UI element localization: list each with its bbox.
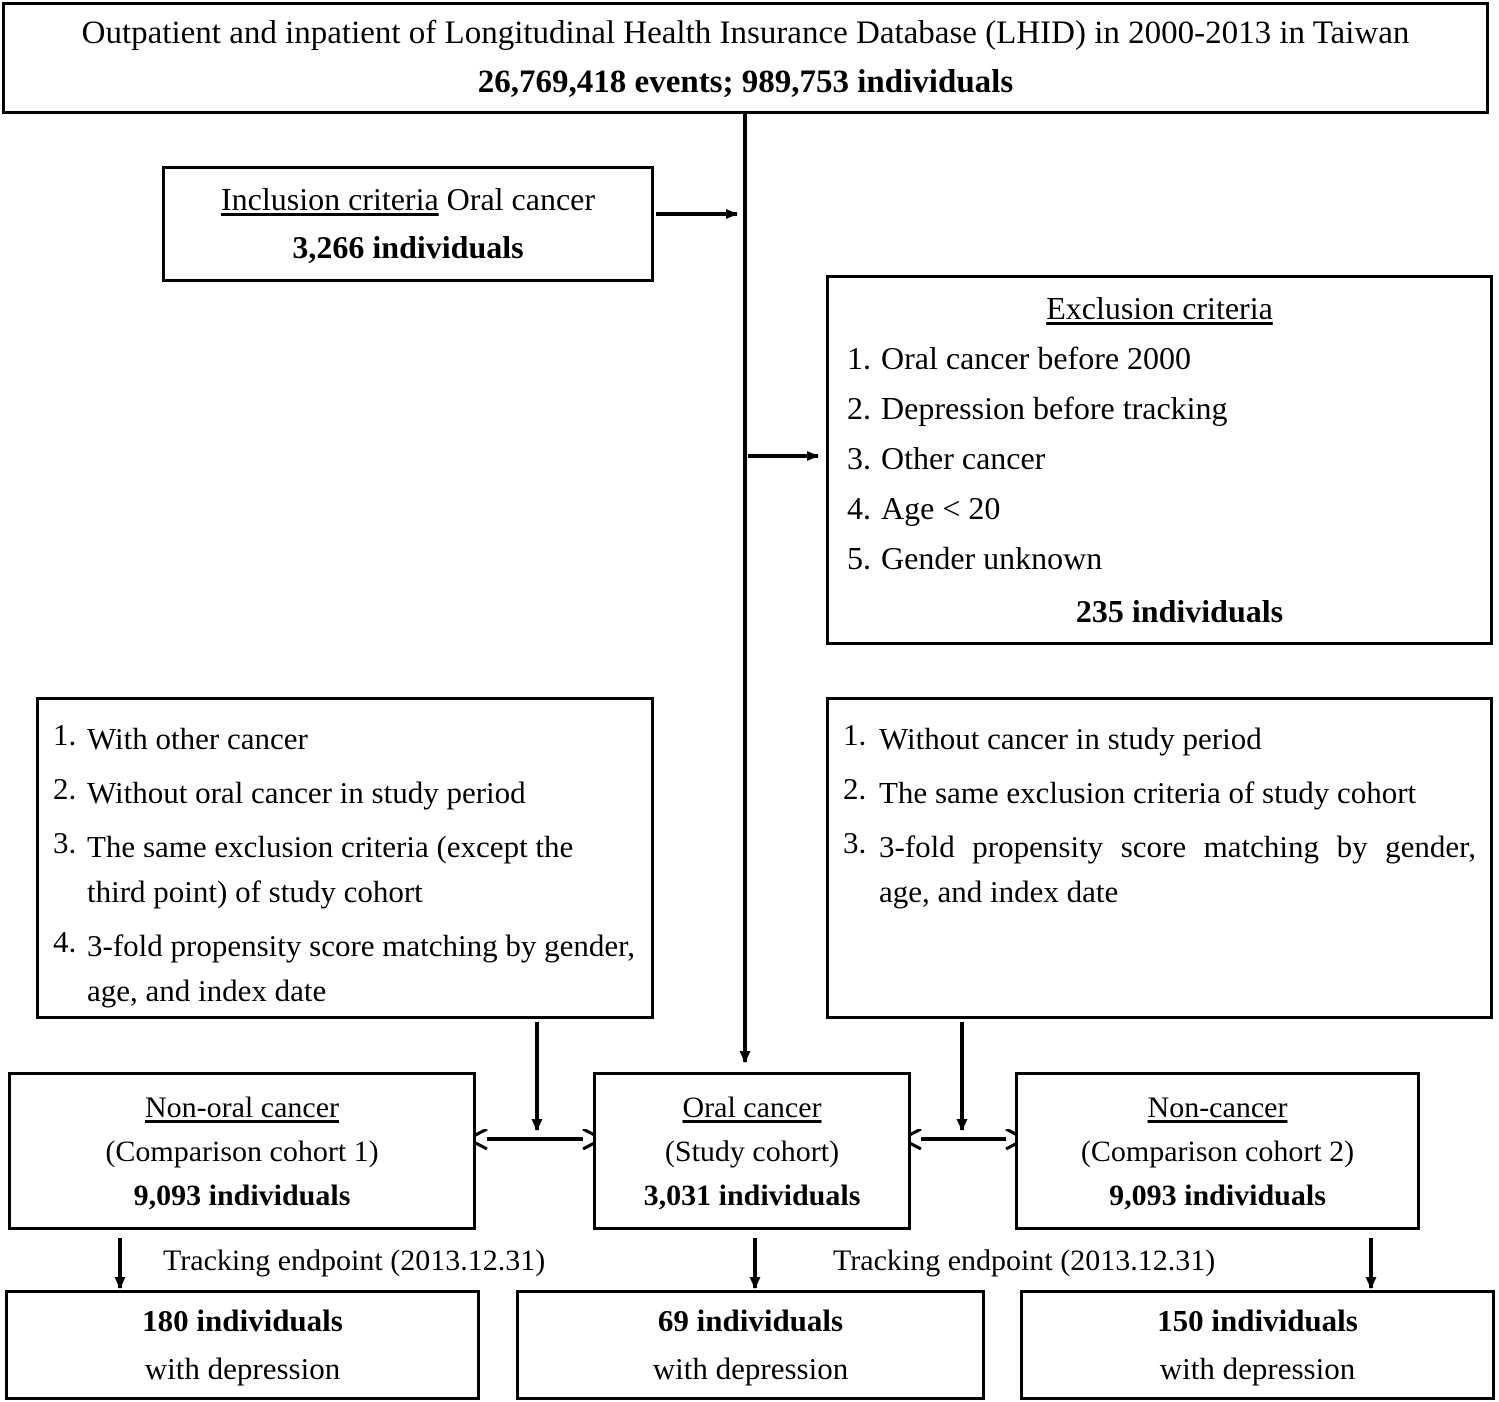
exclusion-item-text: Oral cancer before 2000 <box>881 340 1192 376</box>
database-source-counts: 26,769,418 events; 989,753 individuals <box>477 64 1014 100</box>
cohort-count: 9,093 individuals <box>1109 1178 1326 1212</box>
inclusion-criteria-heading: Inclusion criteria <box>220 181 439 218</box>
criteria-item-text: Without cancer in study period <box>879 721 1262 756</box>
criteria-item-number: 2. <box>843 770 867 806</box>
comparison-1-criteria-item: 1. With other cancer <box>53 717 637 762</box>
criteria-item-number: 3. <box>843 824 867 860</box>
exclusion-item-number: 2. <box>847 390 871 426</box>
criteria-item-text: With other cancer <box>87 721 308 756</box>
criteria-item-number: 3. <box>53 824 77 860</box>
tracking-endpoint-label: Tracking endpoint (2013.12.31) <box>833 1244 1216 1277</box>
criteria-item-number: 1. <box>843 717 867 752</box>
exclusion-criteria-heading: Exclusion criteria <box>1046 290 1273 326</box>
exclusion-criteria-item: 1. Oral cancer before 2000 <box>847 340 1472 377</box>
result-box-study-cohort: 69 individuals with depression <box>516 1290 985 1400</box>
cohort-box-non-oral-cancer: Non-oral cancer (Comparison cohort 1) 9,… <box>8 1072 476 1230</box>
exclusion-item-text: Depression before tracking <box>881 390 1228 426</box>
result-box-comparison-2: 150 individuals with depression <box>1020 1290 1495 1400</box>
cohort-role: (Comparison cohort 2) <box>1080 1134 1355 1168</box>
criteria-item-text: 3-fold propensity score matching by gend… <box>87 927 635 1008</box>
exclusion-item-number: 5. <box>847 540 871 576</box>
result-count: 69 individuals <box>657 1302 844 1338</box>
result-count: 150 individuals <box>1157 1302 1358 1338</box>
exclusion-criteria-item: 5. Gender unknown <box>847 540 1472 577</box>
exclusion-criteria-item: 2. Depression before tracking <box>847 390 1472 427</box>
cohort-role: (Comparison cohort 1) <box>105 1134 379 1168</box>
exclusion-item-text: Age < 20 <box>881 490 1001 526</box>
comparison-1-criteria-item: 4. 3-fold propensity score matching by g… <box>53 924 637 1014</box>
cohort-name-line: Non-oral cancer <box>17 1088 467 1127</box>
inclusion-criteria-box: Inclusion criteria Oral cancer 3,266 ind… <box>162 166 654 282</box>
comparison-1-criteria-item: 2. Without oral cancer in study period <box>53 771 637 816</box>
result-description: with depression <box>1159 1351 1356 1386</box>
inclusion-criteria-count: 3,266 individuals <box>292 229 524 265</box>
exclusion-item-text: Other cancer <box>881 440 1046 476</box>
cohort-name: Oral cancer <box>682 1090 822 1124</box>
result-description: with depression <box>652 1351 849 1386</box>
comparison-cohort-2-criteria-box: 1. Without cancer in study period 2. The… <box>826 697 1493 1019</box>
cohort-box-oral-cancer: Oral cancer (Study cohort) 3,031 individ… <box>593 1072 911 1230</box>
result-count: 180 individuals <box>142 1302 343 1338</box>
exclusion-item-number: 3. <box>847 440 871 476</box>
comparison-2-criteria-item: 1. Without cancer in study period <box>843 717 1476 762</box>
inclusion-criteria-heading-rest: Oral cancer <box>438 181 595 218</box>
exclusion-criteria-heading-line: Exclusion criteria <box>847 290 1472 327</box>
cohort-name: Non-oral cancer <box>144 1090 340 1124</box>
cohort-role: (Study cohort) <box>664 1134 840 1168</box>
exclusion-criteria-box: Exclusion criteria 1. Oral cancer before… <box>826 275 1493 645</box>
cohort-name-line: Non-cancer <box>1024 1088 1411 1127</box>
cohort-count: 9,093 individuals <box>133 1178 351 1212</box>
criteria-item-number: 1. <box>53 717 77 752</box>
cohort-name-line: Oral cancer <box>602 1088 902 1127</box>
criteria-item-text: The same exclusion criteria (except the … <box>87 828 574 909</box>
result-description: with depression <box>144 1351 341 1386</box>
comparison-2-criteria-item: 2. The same exclusion criteria of study … <box>843 771 1476 816</box>
cohort-count: 3,031 individuals <box>643 1178 861 1212</box>
exclusion-item-number: 1. <box>847 340 871 376</box>
cohort-name: Non-cancer <box>1147 1090 1288 1124</box>
exclusion-criteria-count: 235 individuals <box>1075 593 1284 629</box>
exclusion-item-number: 4. <box>847 490 871 526</box>
tracking-endpoint-label: Tracking endpoint (2013.12.31) <box>163 1244 546 1277</box>
exclusion-criteria-item: 3. Other cancer <box>847 440 1472 477</box>
cohort-box-non-cancer: Non-cancer (Comparison cohort 2) 9,093 i… <box>1015 1072 1420 1230</box>
criteria-item-text: The same exclusion criteria of study coh… <box>879 774 1417 810</box>
inclusion-criteria-heading-line: Inclusion criteria Oral cancer <box>175 179 641 221</box>
comparison-1-criteria-item: 3. The same exclusion criteria (except t… <box>53 825 637 915</box>
database-source-box: Outpatient and inpatient of Longitudinal… <box>2 2 1489 114</box>
result-box-comparison-1: 180 individuals with depression <box>5 1290 480 1400</box>
criteria-item-text: 3-fold propensity score matching by gend… <box>879 828 1476 909</box>
database-source-title: Outpatient and inpatient of Longitudinal… <box>81 15 1410 52</box>
comparison-2-criteria-item: 3. 3-fold propensity score matching by g… <box>843 825 1476 915</box>
comparison-cohort-1-criteria-box: 1. With other cancer 2. Without oral can… <box>36 697 654 1019</box>
criteria-item-number: 2. <box>53 770 77 806</box>
criteria-item-number: 4. <box>53 923 77 959</box>
exclusion-item-text: Gender unknown <box>881 540 1103 576</box>
criteria-item-text: Without oral cancer in study period <box>87 774 526 810</box>
exclusion-criteria-item: 4. Age < 20 <box>847 490 1472 527</box>
